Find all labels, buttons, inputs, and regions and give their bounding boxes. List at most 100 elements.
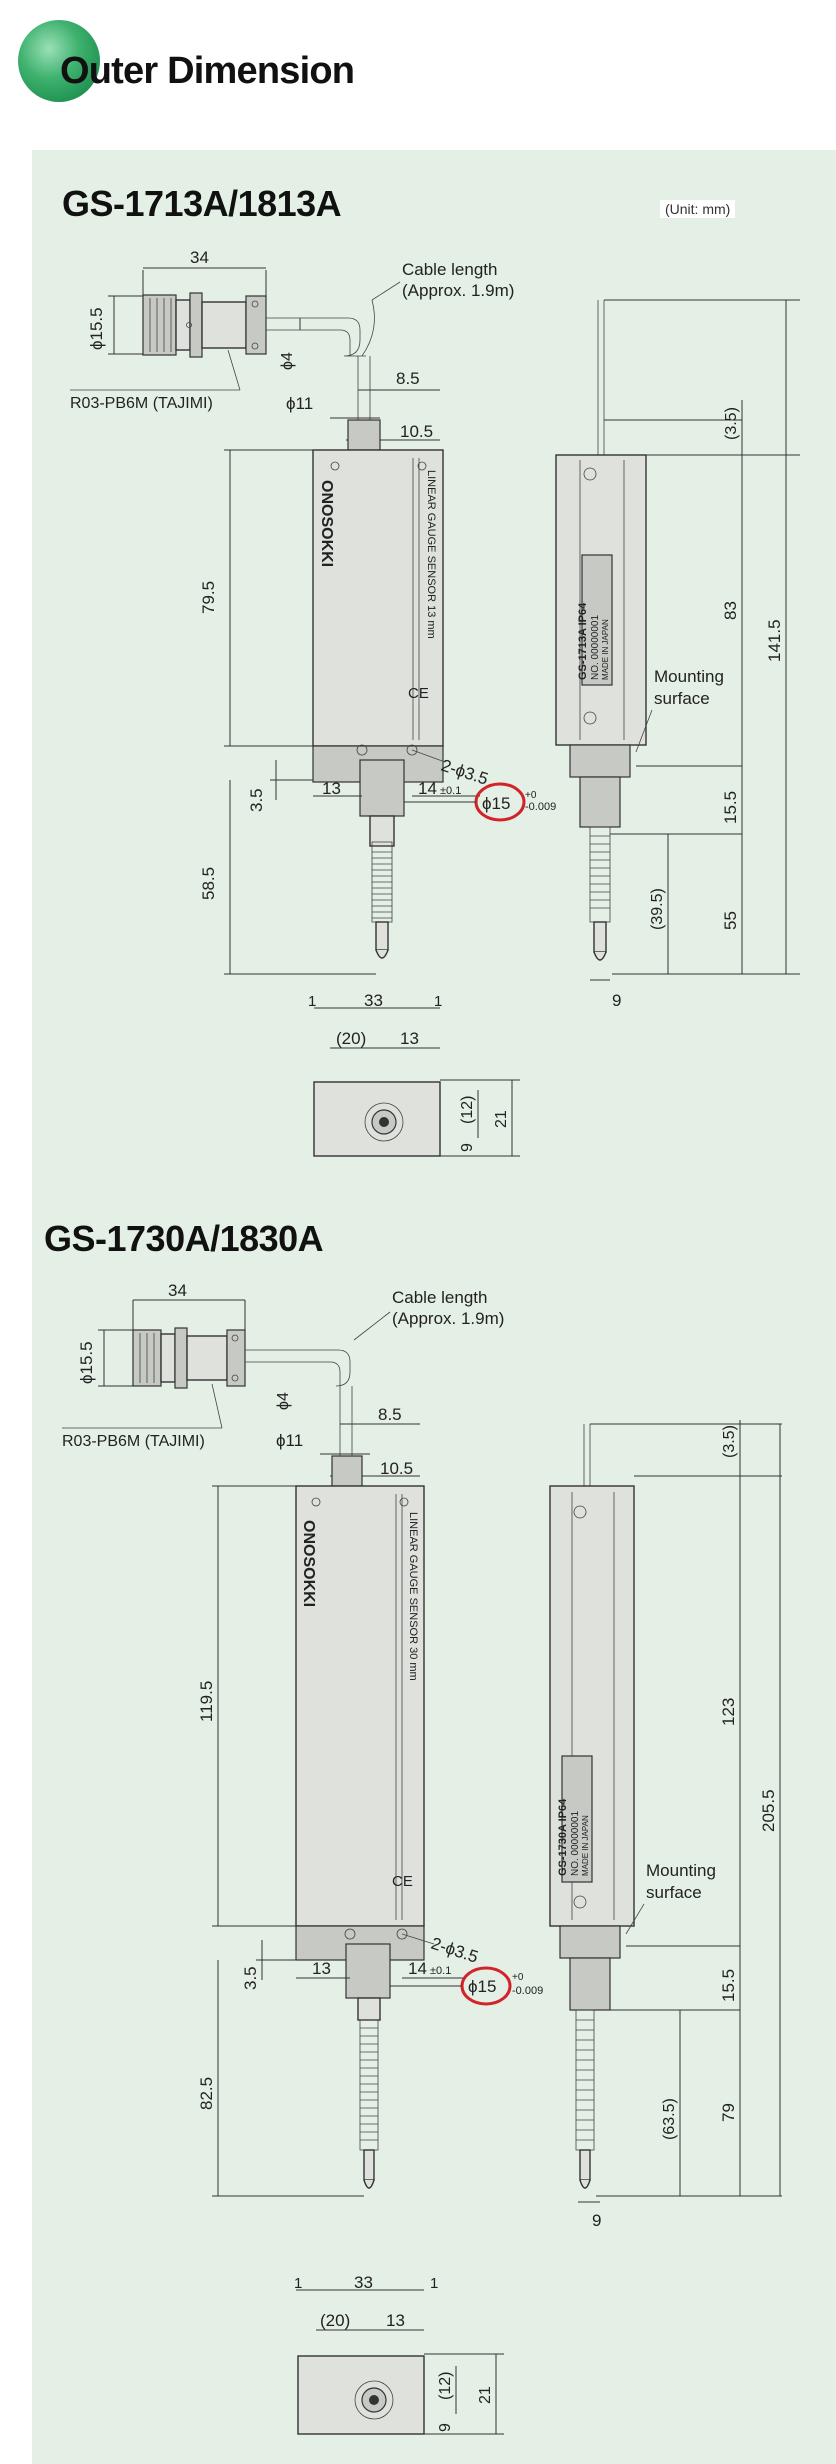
dim-14-tolerance-2: ±0.1: [430, 1965, 451, 1977]
model-title-1: GS-1713A/1813A: [62, 183, 342, 224]
dim-cable-dia: ϕ4: [279, 352, 296, 370]
dim-side-lower-2: 79: [719, 2103, 738, 2122]
dim-body-length: 79.5: [199, 581, 218, 614]
dim-side-top-2: (3.5): [721, 1425, 738, 1458]
bottom-view-1: 33 1 1 (20) 13 (12) 9 21: [308, 991, 520, 1157]
dim-bottom-21-2: 21: [477, 2386, 494, 2404]
dim-bottom-13-2: 13: [386, 2311, 405, 2330]
mounting-label-2: surface: [654, 689, 710, 708]
dim-bottom-21: 21: [493, 1110, 510, 1128]
dim-155: 15.5: [721, 791, 740, 824]
dim-phi15-2: ϕ15: [468, 1977, 496, 1996]
dim-side-total-2: 205.5: [759, 1789, 778, 1832]
dim-bottom-1b-2: 1: [430, 2275, 438, 2292]
dim-phi15-tol-minus-2: -0.009: [512, 1985, 543, 1997]
dim-35: 3.5: [247, 788, 266, 812]
dim-cable-dia-2: ϕ4: [275, 1392, 292, 1410]
dim-14: 14: [418, 779, 437, 798]
dim-85-2: 8.5: [378, 1405, 402, 1424]
dim-spindle-length: 58.5: [199, 867, 218, 900]
unit-note: (Unit: mm): [660, 200, 736, 218]
dim-tip-9: 9: [612, 991, 621, 1010]
sensor-label-2: LINEAR GAUGE SENSOR 30 mm: [407, 1512, 419, 1681]
dim-bottom-1a: 1: [308, 993, 316, 1010]
dim-body-length-2: 119.5: [197, 1681, 216, 1722]
dim-side-total: 141.5: [765, 619, 784, 662]
dim-tip-9-2: 9: [592, 2211, 601, 2230]
dim-spindle-length-2: 82.5: [197, 2077, 216, 2110]
sensor-body-front: [312, 449, 444, 747]
dim-14-tolerance: ±0.1: [440, 785, 461, 797]
connector-label-2: R03-PB6M (TAJIMI): [62, 1433, 205, 1450]
sensor-body-front-2: [295, 1485, 425, 1927]
dim-connector-width: 34: [190, 248, 209, 267]
dim-bottom-33: 33: [364, 991, 383, 1010]
model-title-2: GS-1730A/1830A: [44, 1218, 324, 1259]
cable-length-approx: (Approx. 1.9m): [402, 281, 514, 300]
dim-phi15-tol-minus: -0.009: [525, 801, 556, 813]
bottom-view-2: 33 1 1 (20) 13 (12) 9 21: [294, 2273, 504, 2435]
dim-85: 8.5: [396, 369, 420, 388]
dim-side-body: 83: [721, 601, 740, 620]
dim-105-2: 10.5: [380, 1459, 413, 1478]
dim-bottom-12-2: (12): [437, 2372, 454, 2400]
spindle-bellows-icon-2: [359, 2019, 379, 2151]
dim-155-2: 15.5: [719, 1969, 738, 2002]
dim-13-2: 13: [312, 1959, 331, 1978]
dim-bottom-9: 9: [459, 1143, 476, 1152]
mounting-label: Mounting: [654, 667, 724, 686]
ce-mark-icon: CE: [408, 685, 429, 702]
dim-side-body-2: 123: [719, 1698, 738, 1726]
connector-icon-2: [132, 1327, 246, 1389]
nameplate-origin: MADE IN JAPAN: [601, 619, 610, 680]
dim-phi11: ϕ11: [286, 394, 313, 413]
dim-105: 10.5: [400, 422, 433, 441]
nameplate-serial: NO. 00000001: [590, 615, 601, 680]
dim-14-2: 14: [408, 1959, 427, 1978]
dim-35-2: 3.5: [241, 1966, 260, 1990]
nameplate-origin-2: MADE IN JAPAN: [581, 1815, 590, 1876]
dim-phi15-tol-plus-2: +0: [512, 1972, 524, 1983]
dim-side-top: (3.5): [723, 407, 740, 440]
dim-holes: 2-ϕ3.5: [439, 756, 491, 789]
cable-length-approx-2: (Approx. 1.9m): [392, 1309, 504, 1328]
dim-bottom-33-2: 33: [354, 2273, 373, 2292]
brand-label-2: ONOSOKKI: [300, 1520, 317, 1607]
connector-label: R03-PB6M (TAJIMI): [70, 395, 213, 412]
dim-13: 13: [322, 779, 341, 798]
page-header: Outer Dimension: [0, 0, 836, 140]
dimension-drawing-2: Cable length (Approx. 1.9m) 34 ϕ15.5 ϕ4 …: [62, 1281, 782, 2230]
dim-side-stroke: (39.5): [649, 888, 666, 930]
dim-side-lower: 55: [721, 911, 740, 930]
nameplate-model-2: GS-1730A IP64: [557, 1798, 569, 1876]
ce-mark-icon-2: CE: [392, 1873, 413, 1890]
dim-bottom-20-2: (20): [320, 2311, 350, 2330]
brand-label: ONOSOKKI: [318, 480, 335, 567]
dim-holes-2: 2-ϕ3.5: [429, 1934, 481, 1967]
dim-phi15-tol-plus: +0: [525, 790, 537, 801]
cable-length-label: Cable length: [402, 260, 497, 279]
connector-icon: [142, 292, 267, 358]
sensor-label: LINEAR GAUGE SENSOR 13 mm: [425, 470, 437, 639]
dim-bottom-9-2: 9: [437, 2423, 454, 2432]
nameplate-model: GS-1713A IP64: [577, 602, 589, 680]
dim-bottom-20: (20): [336, 1029, 366, 1048]
dim-bottom-12: (12): [459, 1096, 476, 1124]
spindle-bellows-icon: [371, 841, 393, 923]
sensor-bottom-face-2: [297, 2355, 425, 2435]
page-title: Outer Dimension: [60, 50, 355, 92]
cable-length-label-2: Cable length: [392, 1288, 487, 1307]
mounting-label-4: surface: [646, 1883, 702, 1902]
dim-phi11-2: ϕ11: [276, 1431, 303, 1450]
dim-bottom-1a-2: 1: [294, 2275, 302, 2292]
dim-bottom-1b: 1: [434, 993, 442, 1010]
dim-bottom-13: 13: [400, 1029, 419, 1048]
mounting-label-3: Mounting: [646, 1861, 716, 1880]
dim-connector-dia: ϕ15.5: [87, 307, 106, 350]
dim-side-stroke-2: (63.5): [661, 2098, 678, 2140]
dim-connector-width-2: 34: [168, 1281, 187, 1300]
dim-connector-dia-2: ϕ15.5: [77, 1341, 96, 1384]
dim-phi15: ϕ15: [482, 794, 510, 813]
brand-circle-icon: [18, 20, 100, 102]
dimension-drawing-1: Cable length (Approx. 1.9m) 34 ϕ15.5 ϕ4 …: [70, 248, 800, 1010]
